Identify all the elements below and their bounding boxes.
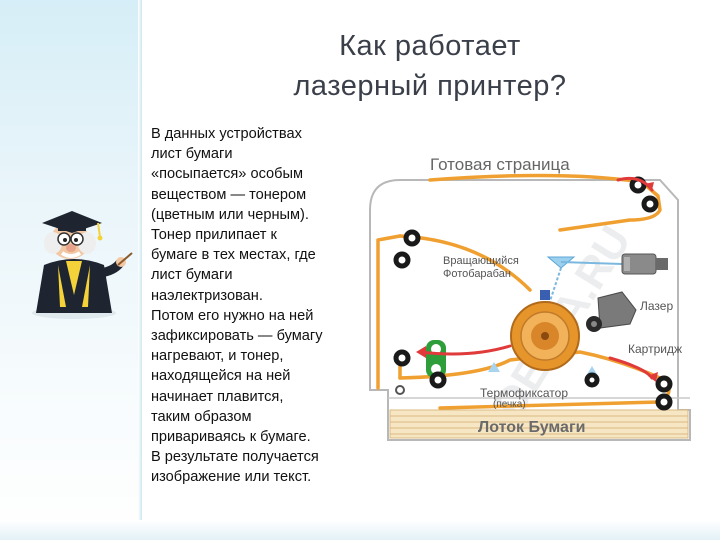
label-paper-tray: Лоток Бумаги [478, 419, 585, 436]
printer-housing [369, 179, 691, 441]
label-cartridge: Картридж [628, 342, 682, 356]
left-band-edge [138, 0, 142, 540]
explanation-text: В данных устройствах лист бумаги «посыпа… [151, 126, 323, 486]
label-laser: Лазер [640, 299, 673, 313]
laser-printer-diagram: DELTA.RU [369, 155, 691, 441]
professor-mascot-icon [32, 211, 133, 319]
photodrum-icon [510, 290, 580, 371]
label-drum-line-2: Фотобарабан [443, 268, 511, 280]
laser-beam [560, 261, 623, 265]
paper-tray [389, 409, 689, 439]
laser-unit-icon [621, 253, 668, 275]
rollers [393, 176, 673, 411]
title-line-1: Как работает [339, 30, 521, 62]
label-finished-page: Готовая страница [430, 155, 570, 174]
bottom-strip [0, 520, 720, 540]
label-fuser-line-2: (печка) [493, 399, 526, 410]
label-fuser-line-1: Термофиксатор [480, 386, 568, 400]
cartridge-icon [586, 291, 637, 332]
fuser-icon [426, 340, 446, 378]
slide-title: Как работает лазерный принтер? [170, 26, 690, 106]
label-drum-line-1: Вращающийся [443, 255, 519, 267]
title-line-2: лазерный принтер? [293, 70, 567, 102]
